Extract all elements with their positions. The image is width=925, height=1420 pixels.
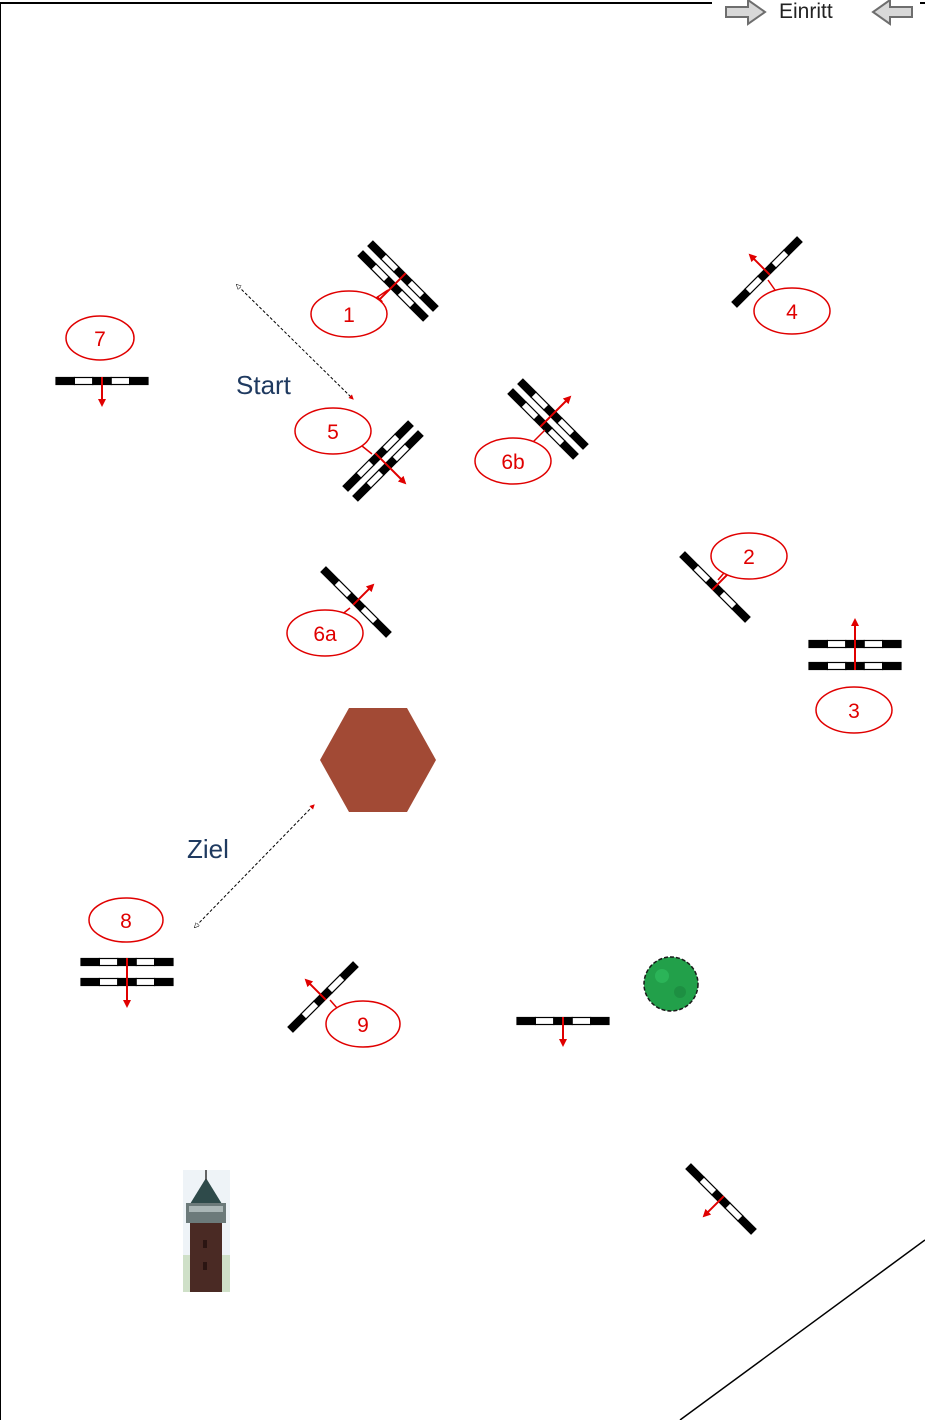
obstacle-number: 6b bbox=[501, 451, 524, 474]
water-tower-icon bbox=[183, 1170, 230, 1292]
obstacle-6b-label: 6b bbox=[474, 429, 552, 485]
fence-4 bbox=[731, 236, 803, 308]
fence-3 bbox=[808, 618, 902, 671]
obstacle-number: 6a bbox=[313, 623, 337, 646]
fence-rail bbox=[287, 961, 359, 1033]
obstacle-number: 2 bbox=[743, 546, 755, 569]
fence-rail bbox=[507, 388, 579, 460]
direction-arrow bbox=[374, 272, 407, 305]
shrub-icon bbox=[643, 956, 699, 1012]
fence-11 bbox=[685, 1163, 757, 1235]
obstacle-5-label: 5 bbox=[294, 407, 373, 455]
direction-arrow bbox=[374, 452, 407, 485]
direction-arrow bbox=[352, 583, 375, 606]
fence-rail bbox=[320, 566, 392, 638]
entrance-arrow-left-icon bbox=[871, 0, 913, 26]
fence-10 bbox=[516, 1016, 610, 1047]
direction-arrow bbox=[539, 395, 572, 428]
fence-8 bbox=[80, 957, 174, 1008]
fence-1 bbox=[357, 240, 439, 322]
obstacle-7-label: 7 bbox=[65, 315, 135, 361]
fence-6b bbox=[507, 378, 589, 460]
obstacle-1-label: 1 bbox=[310, 289, 389, 338]
obstacle-number: 7 bbox=[94, 328, 106, 351]
entrance-arrow-right-icon bbox=[725, 0, 767, 26]
hexagon-obstacle bbox=[320, 708, 436, 812]
finish-line: Ziel bbox=[187, 806, 313, 926]
direction-arrow bbox=[702, 1195, 725, 1218]
obstacle-4-label: 4 bbox=[753, 279, 831, 335]
direction-arrow bbox=[304, 978, 327, 1001]
fence-rail bbox=[342, 420, 414, 492]
start-label: Start bbox=[236, 370, 292, 400]
obstacle-8-label: 8 bbox=[88, 897, 164, 943]
entrance-label: Einritt bbox=[779, 0, 833, 23]
fence-5 bbox=[342, 420, 424, 502]
fence-6a bbox=[320, 566, 392, 638]
obstacle-number: 1 bbox=[343, 304, 355, 327]
obstacle-2-label: 2 bbox=[710, 532, 788, 581]
obstacle-number: 3 bbox=[848, 700, 860, 723]
obstacle-number: 4 bbox=[786, 301, 798, 324]
fences-layer bbox=[55, 236, 902, 1235]
obstacle-3-label: 3 bbox=[815, 686, 893, 734]
fence-9 bbox=[287, 961, 359, 1033]
direction-arrow bbox=[748, 253, 771, 276]
fence-rail bbox=[685, 1163, 757, 1235]
obstacle-6a-label: 6a bbox=[286, 607, 364, 657]
fence-7 bbox=[55, 376, 149, 407]
obstacle-9-label: 9 bbox=[325, 999, 401, 1048]
entrance-marker: Einritt bbox=[725, 0, 913, 26]
obstacle-number: 8 bbox=[120, 910, 132, 933]
obstacle-number: 9 bbox=[357, 1014, 369, 1037]
finish-label: Ziel bbox=[187, 834, 229, 864]
obstacle-number: 5 bbox=[327, 421, 339, 444]
start-line: Start bbox=[236, 286, 352, 400]
